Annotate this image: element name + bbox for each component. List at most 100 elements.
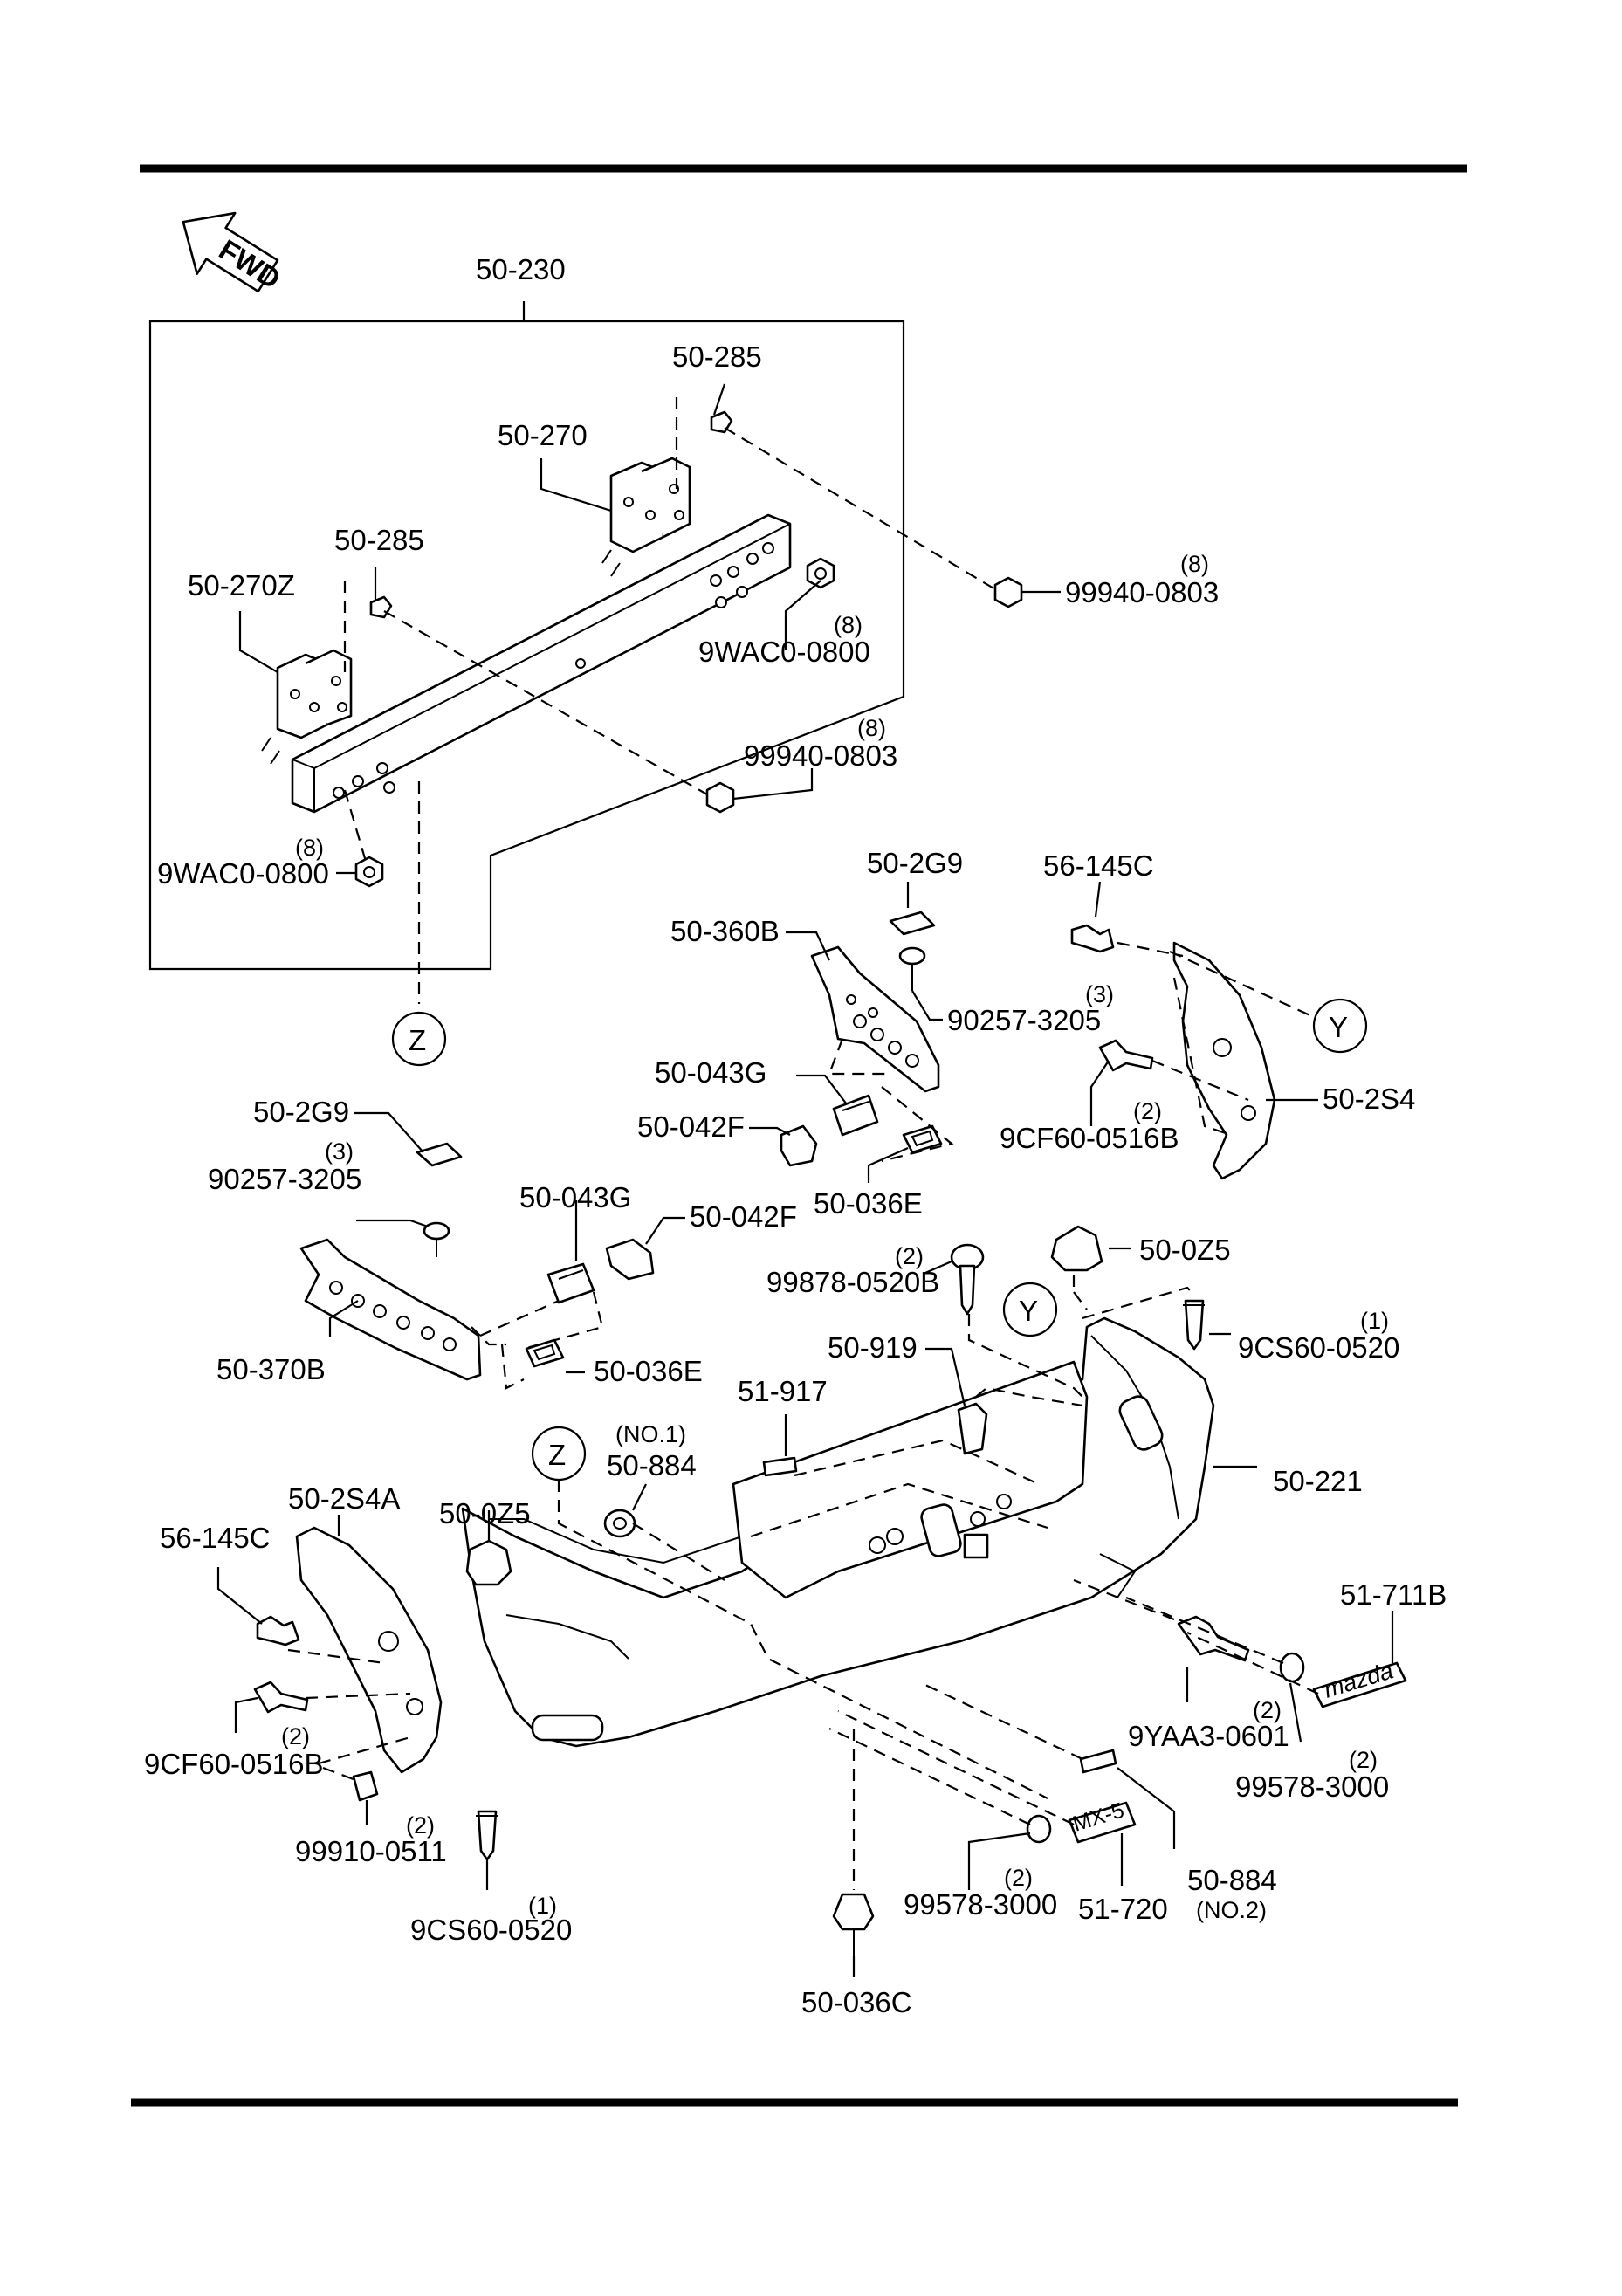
lamp-50-042f-right (780, 1124, 818, 1167)
label-56-145c-left: 56-145C (160, 1522, 271, 1554)
label-50-2g9-left: 50-2G9 (253, 1096, 349, 1128)
label-9wac0-0800-left: 9WAC0-0800 (157, 857, 329, 890)
qty-99578-left: (2) (1004, 1865, 1033, 1891)
reference-y-lower: Y (1002, 1282, 1058, 1337)
bumper-inner-panel (732, 1360, 1089, 1599)
bracket-50-360b (810, 945, 940, 1093)
label-51-711b: 51-711B (1340, 1578, 1447, 1611)
qty-9cs60-left: (1) (528, 1893, 557, 1919)
bracket-50-270 (601, 457, 691, 577)
label-50-2g9-right: 50-2G9 (867, 847, 963, 879)
emblem-51-711b: mazda (1312, 1657, 1407, 1708)
label-50-285-left: 50-285 (334, 524, 424, 556)
label-90257-3205-right: 90257-3205 (947, 1004, 1101, 1036)
label-50-042f-left: 50-042F (690, 1200, 797, 1233)
bolt-9yaa3 (1177, 1615, 1250, 1662)
nut-9wac0-right (806, 557, 835, 589)
nut-99910 (352, 1770, 379, 1802)
nut-50-0z5-right (1050, 1225, 1103, 1272)
label-50-036e-left: 50-036E (594, 1355, 703, 1387)
clip-50-036c (832, 1893, 875, 1956)
tape-50-884-no2 (1079, 1749, 1117, 1774)
washer-99578-right (1279, 1652, 1305, 1683)
label-50-036e-right: 50-036E (814, 1187, 923, 1220)
label-50-042f-right: 50-042F (637, 1110, 745, 1143)
label-50-884-no2: 50-884 (1187, 1864, 1277, 1896)
bracket-50-2s4 (1172, 941, 1276, 1180)
clip-90257-left (423, 1221, 450, 1257)
qty-9cf60-right: (2) (1133, 1098, 1162, 1124)
label-50-0z5-right: 50-0Z5 (1139, 1234, 1231, 1266)
label-9cs60-0520-left: 9CS60-0520 (410, 1914, 572, 1946)
bracket-50-2s4a (295, 1526, 443, 1774)
label-9yaa3-0601: 9YAA3-0601 (1128, 1720, 1289, 1752)
label-50-043g-left: 50-043G (519, 1181, 631, 1213)
clip-90257-right (898, 946, 926, 991)
bolt-56-145c-right (1070, 924, 1115, 953)
label-90257-3205-left: 90257-3205 (208, 1163, 361, 1195)
emblem-51-720: MX-5 (1068, 1798, 1137, 1844)
label-9cf60-0516b-left: 9CF60-0516B (144, 1748, 323, 1780)
qty-9yaa3: (2) (1253, 1697, 1282, 1723)
label-9cf60-0516b-right: 9CF60-0516B (1000, 1122, 1179, 1154)
nut-9wac0-left (354, 856, 384, 888)
reference-z-top: Z (391, 1011, 447, 1067)
washer-99578-left (1026, 1814, 1052, 1844)
label-99578-3000-right: 99578-3000 (1235, 1770, 1389, 1803)
qty-90257-right: (3) (1085, 981, 1114, 1007)
screw-99878 (950, 1243, 985, 1316)
label-51-917: 51-917 (738, 1375, 828, 1407)
qty-99940-right: (8) (1180, 551, 1209, 577)
label-56-145c-right: 56-145C (1043, 849, 1154, 882)
label-50-0z5-left: 50-0Z5 (439, 1497, 531, 1530)
label-50-230: 50-230 (476, 253, 566, 285)
label-9cs60-0520-right: 9CS60-0520 (1238, 1331, 1399, 1364)
qty-99878: (2) (895, 1243, 924, 1269)
note-no2: (NO.2) (1196, 1897, 1267, 1923)
fastener-50-919 (957, 1402, 988, 1455)
labels: 50-285 50-270 50-285 50-270Z (8) 99940-0… (144, 340, 1447, 2018)
ref-y-right-text: Y (1329, 1011, 1348, 1043)
lamp-50-042f-left (605, 1238, 655, 1281)
ref-y-lower-text: Y (1019, 1295, 1038, 1327)
reference-y-right: Y (1312, 998, 1368, 1054)
qty-9wac0-left: (8) (295, 835, 324, 861)
label-99910-0511: 99910-0511 (295, 1835, 447, 1867)
screw-9cs60-left (476, 1810, 498, 1861)
qty-9cf60-left: (2) (281, 1723, 310, 1749)
spacer-50-285-right (710, 410, 733, 434)
label-50-2s4a: 50-2S4A (288, 1482, 400, 1515)
label-99578-3000-left: 99578-3000 (904, 1888, 1057, 1921)
bolt-9cf60-right (1098, 1039, 1154, 1072)
label-50-221: 50-221 (1273, 1465, 1363, 1497)
label-50-919: 50-919 (828, 1331, 918, 1364)
fwd-arrow-icon: FWD (182, 211, 286, 295)
bolt-9cf60-left (253, 1681, 309, 1714)
qty-9cs60-right: (1) (1360, 1308, 1389, 1334)
nut-99940-mid (705, 781, 735, 814)
label-99878-0520b: 99878-0520B (766, 1266, 939, 1298)
ref-z-lower-text: Z (548, 1439, 566, 1471)
bracket-50-270z (261, 649, 353, 765)
reinforcement-beam (291, 513, 792, 814)
tape-50-884-no1 (603, 1509, 636, 1538)
pad-50-2g9-right (889, 911, 936, 936)
label-50-360b: 50-360B (670, 915, 780, 947)
reinforcement-assembly-box: 50-230 (148, 253, 905, 971)
label-50-270z: 50-270Z (188, 569, 295, 601)
label-9wac0-0800-right: 9WAC0-0800 (698, 636, 870, 668)
label-50-2s4: 50-2S4 (1323, 1083, 1415, 1115)
note-no1: (NO.1) (615, 1421, 686, 1447)
nut-99940-right (993, 576, 1023, 608)
bolt-56-145c-left (256, 1615, 300, 1646)
qty-99940-mid: (8) (857, 715, 886, 741)
label-50-043g-right: 50-043G (655, 1056, 766, 1089)
label-99940-0803-right: 99940-0803 (1065, 576, 1219, 608)
qty-99910: (2) (406, 1812, 435, 1839)
nut-50-0z5-left (465, 1539, 512, 1586)
label-99940-0803-mid: 99940-0803 (744, 739, 897, 772)
label-50-270: 50-270 (498, 419, 588, 451)
label-51-917 (762, 1456, 798, 1477)
label-50-285-right: 50-285 (672, 340, 762, 373)
